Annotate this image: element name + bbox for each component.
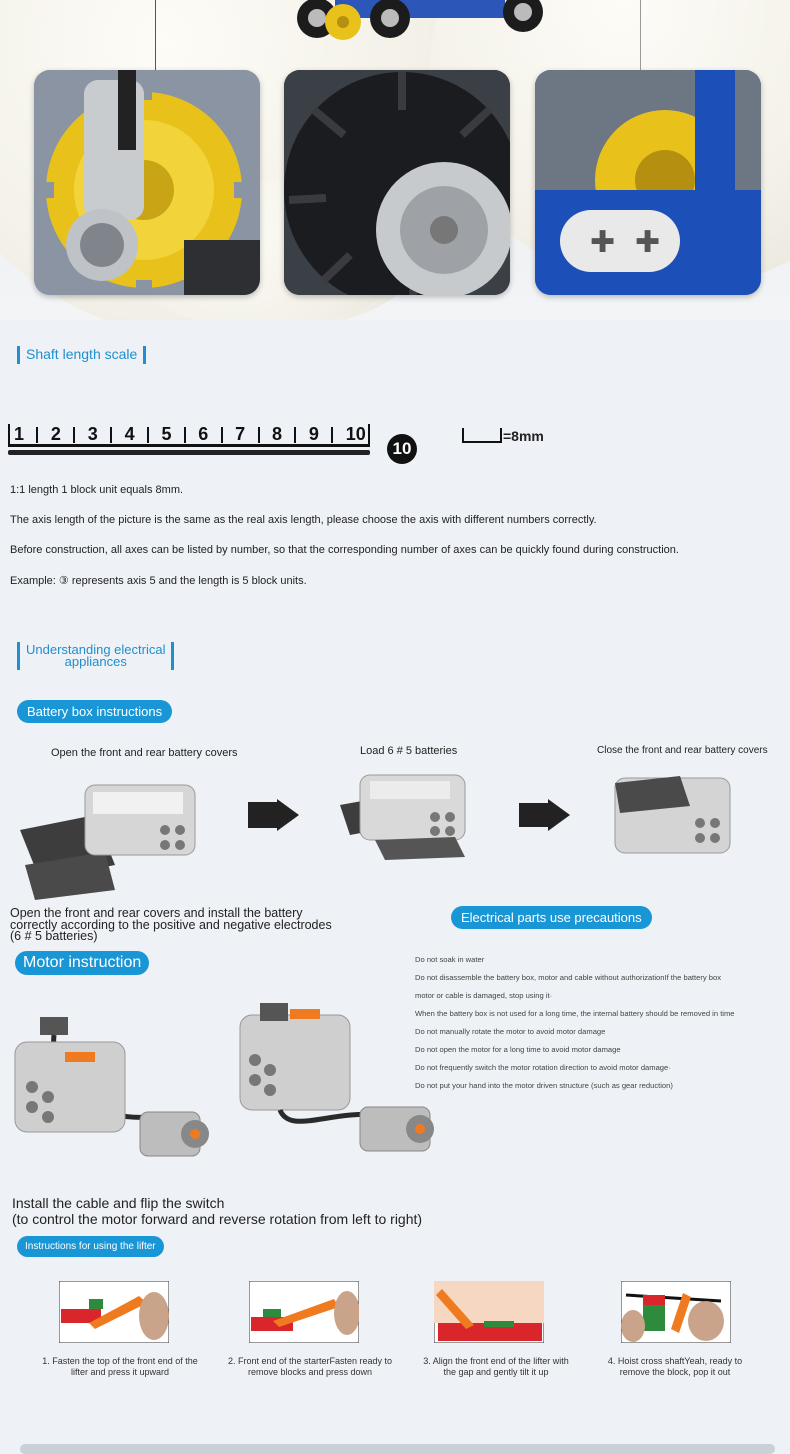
motor-caption-line2: (to control the motor forward and revers… <box>12 1211 423 1227</box>
ruler-tick <box>331 427 334 443</box>
lifter-step4-line1: 4. Hoist cross shaftYeah, ready to <box>607 1356 743 1366</box>
note-axis-length: The axis length of the picture is the sa… <box>10 514 597 526</box>
precautions-pill: Electrical parts use precautions <box>451 906 652 929</box>
hero-banner: ✚ ✚ <box>0 0 790 320</box>
ruler-tick <box>183 427 186 443</box>
battery-step1-label: Open the front and rear battery covers <box>51 747 238 759</box>
note-scale: 1:1 length 1 block unit equals 8mm. <box>10 484 184 496</box>
battery-summary: Open the front and rear covers and insta… <box>10 906 332 943</box>
electrical-heading-line2: appliances <box>64 654 127 669</box>
ruler-tick <box>294 427 297 443</box>
precaution-item: Do not put your hand into the motor driv… <box>415 1081 673 1090</box>
battery-summary-line3: (6 # 5 batteries) <box>10 929 98 943</box>
battery-summary-line2: correctly according to the positive and … <box>10 917 332 932</box>
lifter-step2-line1: 2. Front end of the starterFasten ready … <box>227 1356 393 1366</box>
ruler-number: 3 <box>87 424 98 444</box>
motor-caption-line1: Install the cable and flip the switch <box>12 1195 225 1211</box>
lifter-step2-image <box>249 1281 359 1343</box>
arrow-right-icon-2 <box>519 803 549 827</box>
ruler-tick <box>220 427 223 443</box>
battery-box-closed-image <box>614 776 731 854</box>
unit-bracket-icon <box>462 428 502 443</box>
battery-box-open-image <box>20 784 196 900</box>
lifter-step3-line1: 3. Align the front end of the lifter wit… <box>423 1356 569 1366</box>
vehicle-top-image <box>297 0 543 40</box>
gear-closeup-photo <box>34 70 260 295</box>
ruler-number: 1 <box>14 424 25 444</box>
battery-step3-label: Close the front and rear battery covers <box>597 745 768 756</box>
shaft-scale-heading: Shaft length scale <box>17 346 147 364</box>
precaution-item: Do not manually rotate the motor to avoi… <box>415 1027 606 1036</box>
note-example: Example: ③ represents axis 5 and the len… <box>10 575 307 587</box>
lifter-step3-caption: 3. Align the front end of the lifter wit… <box>396 1356 596 1378</box>
ruler-tick <box>36 427 39 443</box>
ruler-tick <box>257 427 260 443</box>
bottom-divider <box>20 1444 775 1454</box>
arrow-right-head-icon <box>277 799 299 831</box>
motor-assembly-image-1 <box>14 1017 209 1157</box>
svg-text:✚: ✚ <box>635 225 660 260</box>
battery-box-loaded-image <box>340 774 466 860</box>
ruler-tick <box>110 427 113 443</box>
ruler-number: 9 <box>308 424 319 444</box>
precaution-item: motor or cable is damaged, stop using it… <box>415 991 553 1000</box>
arrow-right-icon <box>248 802 278 828</box>
lifter-step3-line2: the gap and gently tilt it up <box>443 1366 549 1377</box>
ruler-number: 4 <box>124 424 135 444</box>
precaution-item: When the battery box is not used for a l… <box>415 1009 735 1018</box>
lifter-step1-line1: 1. Fasten the top of the front end of th… <box>42 1356 198 1366</box>
note-before-construction: Before construction, all axes can be lis… <box>10 544 679 556</box>
ruler-number: 8 <box>272 424 283 444</box>
ruler-number: 5 <box>161 424 172 444</box>
electrical-heading-line1: Understanding electrical <box>26 642 166 657</box>
lifter-step3-image <box>434 1281 544 1343</box>
battery-box-pill: Battery box instructions <box>17 700 173 723</box>
ruler-number: 2 <box>50 424 61 444</box>
lifter-step1-caption: 1. Fasten the top of the front end of th… <box>20 1356 220 1378</box>
beam-closeup-photo: ✚ ✚ <box>535 70 761 295</box>
lifter-step2-line2: remove blocks and press down <box>247 1366 373 1377</box>
lifter-step2-caption: 2. Front end of the starterFasten ready … <box>210 1356 410 1378</box>
lifter-step1-line2: lifter and press it upward <box>70 1366 170 1377</box>
ruler-number: 7 <box>235 424 246 444</box>
precaution-item: Do not disassemble the battery box, moto… <box>415 973 722 982</box>
precaution-item: Do not open the motor for a long time to… <box>415 1045 621 1054</box>
lifter-step1-image <box>59 1281 169 1343</box>
battery-step2-label: Load 6 # 5 batteries <box>360 745 458 757</box>
ruler-number: 10 <box>345 424 366 444</box>
battery-summary-line1: Open the front and rear covers and insta… <box>10 906 303 920</box>
unit-label: =8mm <box>503 428 544 444</box>
wheel-closeup-photo <box>284 70 510 295</box>
electrical-heading: Understanding electrical appliances <box>17 642 175 670</box>
ruler-tick <box>147 427 150 443</box>
precaution-item: Do not frequently switch the motor rotat… <box>415 1063 671 1072</box>
motor-caption: Install the cable and flip the switch (t… <box>12 1195 422 1227</box>
ruler-tick <box>73 427 76 443</box>
ruler-number: 6 <box>198 424 209 444</box>
lifter-pill: Instructions for using the lifter <box>17 1236 164 1257</box>
shaft-number-badge: 10 <box>387 434 417 464</box>
lifter-step4-line2: remove the block, pop it out <box>619 1366 731 1377</box>
shaft-ruler: 1 2 3 4 5 6 7 8 9 10 <box>8 424 370 462</box>
lifter-step4-image <box>621 1281 731 1343</box>
lifter-step4-caption: 4. Hoist cross shaftYeah, ready to remov… <box>575 1356 775 1378</box>
motor-pill: Motor instruction <box>15 951 150 975</box>
arrow-right-head-icon-2 <box>548 799 570 831</box>
precaution-item: Do not soak in water <box>415 955 485 964</box>
motor-assembly-image-2 <box>239 1003 434 1152</box>
svg-text:✚: ✚ <box>590 225 615 260</box>
